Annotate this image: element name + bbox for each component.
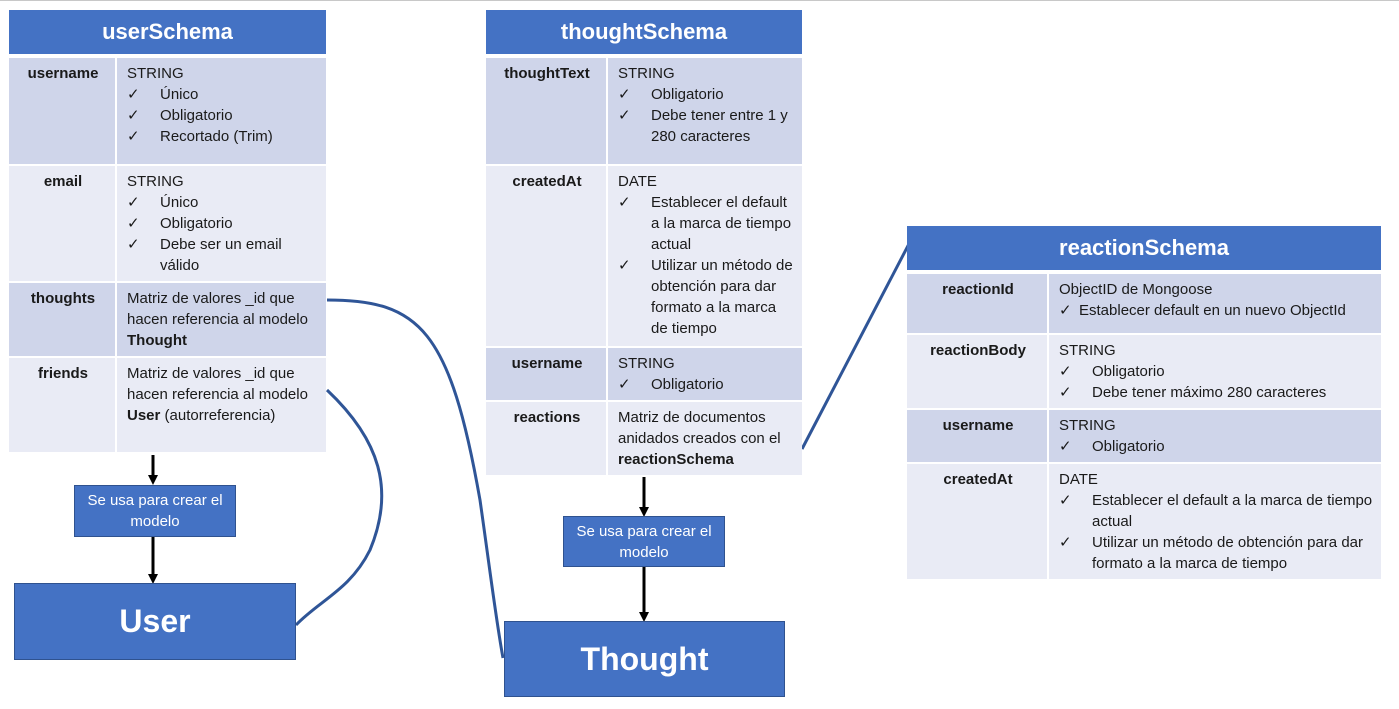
field-detail: STRING ✓Obligatorio ✓Debe tener entre 1 … [607,58,802,166]
check-item: ✓Establecer default en un nuevo ObjectId [1059,302,1346,319]
check-icon: ✓ [1059,302,1072,319]
user-field-username-row: username STRING ✓Único ✓Obligatorio ✓Rec… [9,58,326,166]
reactions-to-reactionschema-connector [800,239,913,450]
field-detail: Matriz de documentos anidados creados co… [607,401,802,477]
field-detail: STRING ✓Único ✓Obligatorio ✓Recortado (T… [116,58,326,166]
reaction-field-username-row: username STRING ✓Obligatorio [907,409,1381,464]
field-name: reactions [486,401,608,477]
field-detail: STRING ✓Obligatorio [1048,409,1381,464]
thought-schema-table: thoughtSchema thoughtText STRING ✓Obliga… [486,10,802,477]
user-schema-title: userSchema [9,10,326,54]
thought-field-reactions-row: reactions Matriz de documentos anidados … [486,401,802,477]
top-border [0,0,1399,1]
check-item: ✓Establecer el default a la marca de tie… [1059,492,1373,530]
check-icon: ✓ [127,107,140,124]
check-icon: ✓ [1059,438,1072,455]
check-icon: ✓ [127,86,140,103]
check-icon: ✓ [1059,384,1072,401]
field-type: STRING [127,65,184,82]
check-item: ✓Utilizar un método de obtención para da… [618,257,793,337]
field-type: STRING [1059,342,1116,359]
field-type: STRING [618,65,675,82]
check-icon: ✓ [618,376,631,393]
field-name: email [9,165,117,283]
field-name: username [907,409,1049,464]
check-item: ✓Único [127,194,199,211]
reaction-field-createdat-row: createdAt DATE ✓Establecer el default a … [907,463,1381,581]
field-detail: DATE ✓Establecer el default a la marca d… [607,165,802,348]
thoughts-to-thought-connector [326,298,505,659]
field-name: createdAt [486,165,608,348]
check-icon: ✓ [1059,492,1072,509]
check-item: ✓Recortado (Trim) [127,128,273,145]
user-model-box: User [14,583,296,660]
thought-field-createdat-row: createdAt DATE ✓Establecer el default a … [486,165,802,348]
check-item: ✓Establecer el default a la marca de tie… [618,194,792,253]
user-field-thoughts-row: thoughts Matriz de valores _id que hacen… [9,282,326,358]
field-type: DATE [618,173,657,190]
field-detail: STRING ✓Obligatorio [607,347,802,402]
check-icon: ✓ [127,194,140,211]
field-type: STRING [1059,417,1116,434]
field-detail: DATE ✓Establecer el default a la marca d… [1048,463,1381,581]
reaction-field-reactionbody-row: reactionBody STRING ✓Obligatorio ✓Debe t… [907,334,1381,410]
check-icon: ✓ [618,194,631,211]
field-detail: STRING ✓Obligatorio ✓Debe tener máximo 2… [1048,334,1381,410]
check-icon: ✓ [127,236,140,253]
user-schema-table: userSchema username STRING ✓Único ✓Oblig… [9,10,326,454]
check-item: ✓Obligatorio [1059,438,1165,455]
field-name: thoughtText [486,58,608,166]
check-item: ✓Obligatorio [618,376,724,393]
user-field-friends-row: friends Matriz de valores _id que hacen … [9,357,326,454]
field-type: STRING [127,173,184,190]
field-type: ObjectID de Mongoose [1059,281,1213,298]
thought-uses-box: Se usa para crear el modelo [563,516,725,567]
thought-field-thoughttext-row: thoughtText STRING ✓Obligatorio ✓Debe te… [486,58,802,166]
field-detail: Matriz de valores _id que hacen referenc… [116,282,326,358]
check-icon: ✓ [1059,534,1072,551]
check-icon: ✓ [127,215,140,232]
check-item: ✓Obligatorio [127,215,233,232]
check-item: ✓Obligatorio [1059,363,1165,380]
thought-model-box: Thought [504,621,785,697]
field-name: reactionBody [907,334,1049,410]
friends-to-user-connector [294,388,384,627]
reaction-schema-title: reactionSchema [907,226,1381,270]
field-name: thoughts [9,282,117,358]
user-uses-box: Se usa para crear el modelo [74,485,236,537]
field-name: createdAt [907,463,1049,581]
field-detail: Matriz de valores _id que hacen referenc… [116,357,326,454]
check-item: ✓Utilizar un método de obtención para da… [1059,534,1363,572]
field-name: reactionId [907,274,1049,335]
field-name: friends [9,357,117,454]
field-detail: ObjectID de Mongoose ✓Establecer default… [1048,274,1381,335]
check-icon: ✓ [127,128,140,145]
check-item: ✓Debe ser un email válido [127,236,282,274]
field-name: username [9,58,117,166]
field-type: DATE [1059,471,1098,488]
reaction-schema-table: reactionSchema reactionId ObjectID de Mo… [907,226,1381,581]
thought-schema-title: thoughtSchema [486,10,802,54]
check-icon: ✓ [1059,363,1072,380]
check-icon: ✓ [618,107,631,124]
reaction-field-reactionid-row: reactionId ObjectID de Mongoose ✓Estable… [907,274,1381,335]
check-icon: ✓ [618,257,631,274]
check-item: ✓Debe tener máximo 280 caracteres [1059,384,1327,401]
field-type: STRING [618,355,675,372]
check-item: ✓Único [127,86,199,103]
field-name: username [486,347,608,402]
thought-field-username-row: username STRING ✓Obligatorio [486,347,802,402]
check-item: ✓Obligatorio [618,86,724,103]
check-icon: ✓ [618,86,631,103]
user-field-email-row: email STRING ✓Único ✓Obligatorio ✓Debe s… [9,165,326,283]
check-item: ✓Obligatorio [127,107,233,124]
check-item: ✓Debe tener entre 1 y 280 caracteres [618,107,788,145]
field-detail: STRING ✓Único ✓Obligatorio ✓Debe ser un … [116,165,326,283]
